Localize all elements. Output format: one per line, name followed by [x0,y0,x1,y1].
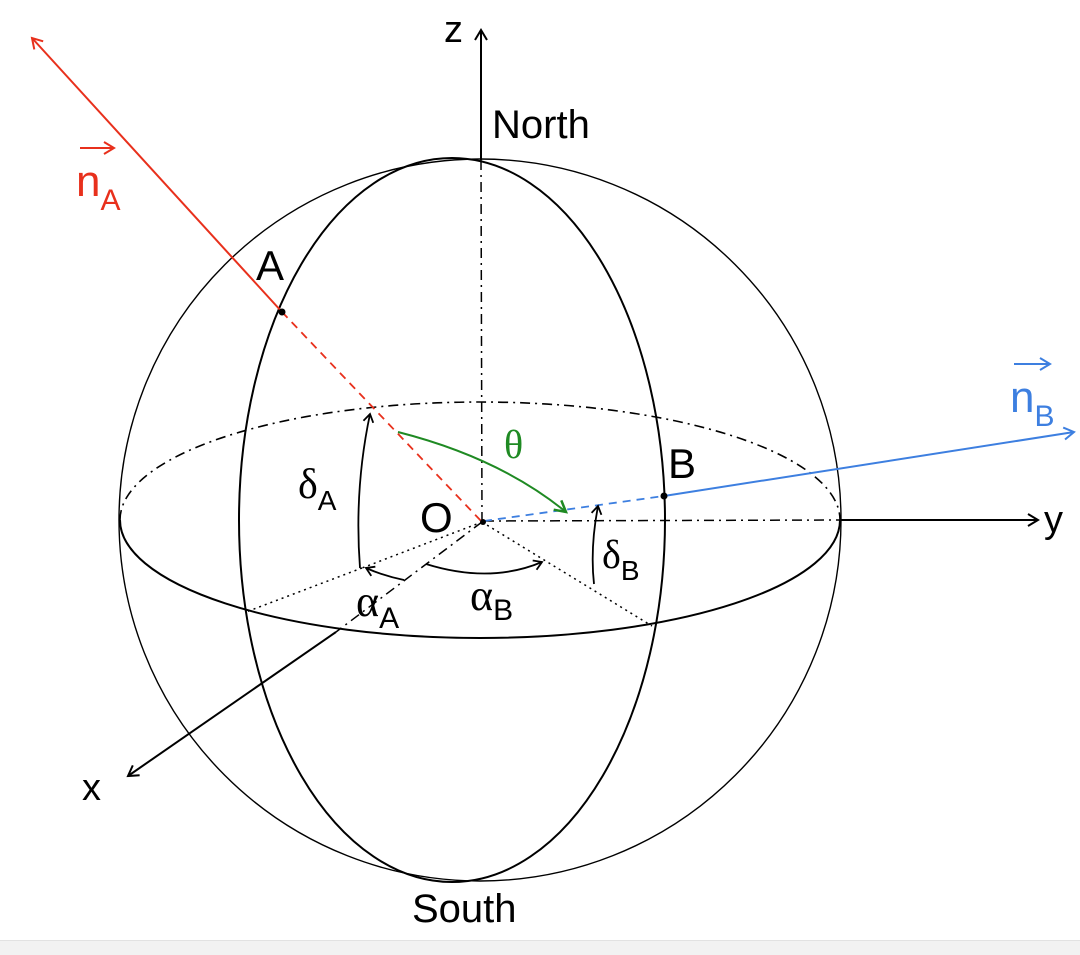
south-label: South [412,887,517,931]
alpha-b-main: α [470,571,493,620]
projection-a-extension [245,567,363,613]
delta-b-main: δ [602,532,621,577]
delta-b-arc [590,504,603,585]
theta-label: θ [504,422,523,467]
y-axis-inner [483,519,841,522]
point-a-label: A [256,242,284,289]
na-label-sub: A [100,184,120,217]
alpha-a-main: α [356,577,379,626]
x-axis-label: x [82,767,101,809]
z-axis-inner [480,159,483,523]
delta-a-main: δ [298,462,318,508]
point-a-dot [278,308,286,316]
x-axis-inner [335,521,483,633]
vector-nb-inside [483,495,665,522]
north-label: North [492,103,590,147]
na-label: nA [76,157,121,217]
delta-a-sub: A [318,485,337,516]
nb-label-sub: B [1034,400,1054,433]
delta-a-label: δA [298,462,337,516]
vector-na-inside [281,311,483,523]
x-axis-outer [126,631,337,778]
point-b-dot [660,492,668,500]
alpha-b-arc [425,559,544,575]
y-axis-label: y [1044,499,1063,541]
alpha-a-label: αA [356,577,399,635]
na-label-main: n [76,157,100,206]
alpha-b-label: αB [470,571,513,627]
equator-back [119,401,841,521]
point-b-label: B [668,440,696,487]
nb-label-main: n [1010,373,1034,422]
alpha-b-sub: B [493,594,513,627]
alpha-a-sub: A [379,602,399,635]
alpha-a-arc [364,565,405,581]
nb-label: nB [1010,373,1055,433]
vector-nb-line [663,426,1076,497]
vector-na-line [30,36,283,313]
equator-front [119,519,841,639]
origin-dot [480,519,486,525]
bottom-bar [0,940,1080,955]
z-axis-label: z [444,9,463,51]
delta-b-sub: B [621,555,640,586]
theta-arc [397,431,569,514]
delta-b-label: δB [602,532,640,586]
delta-a-arc [357,412,375,569]
origin-label: O [420,494,453,541]
